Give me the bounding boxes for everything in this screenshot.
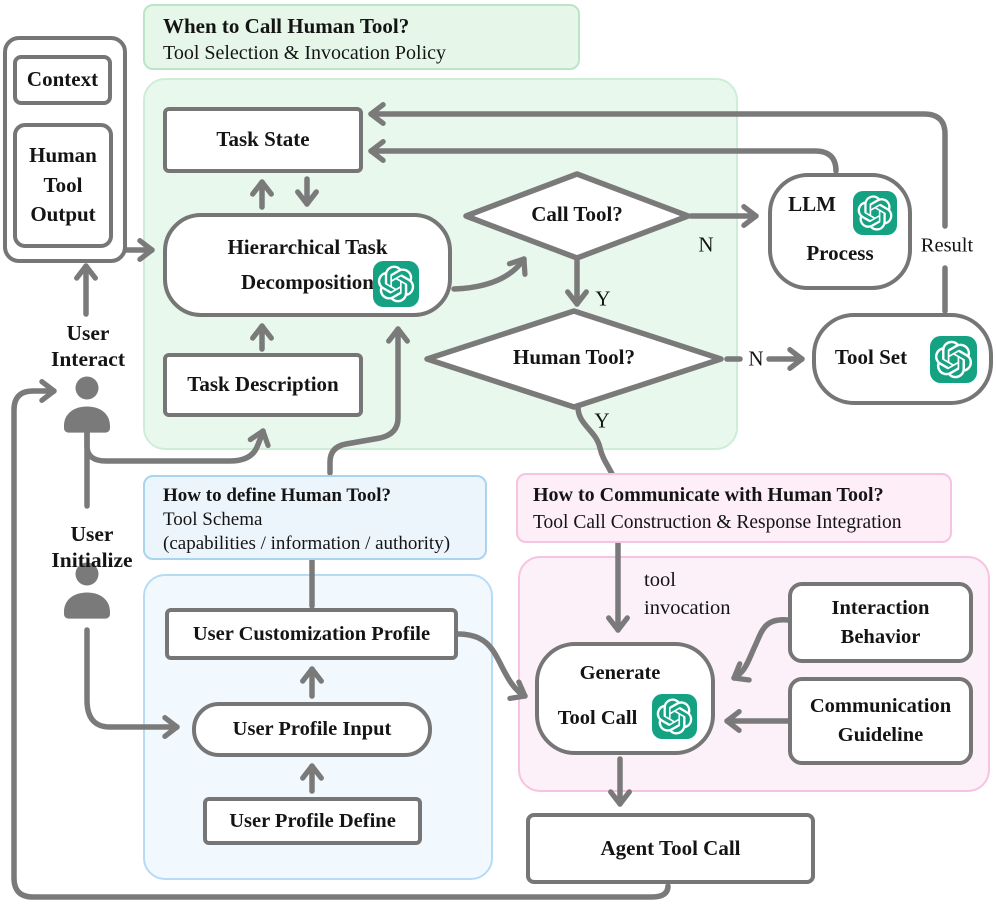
policy-header: When to Call Human Tool? Tool Selection … xyxy=(143,4,580,70)
human-tool-decision xyxy=(424,308,724,410)
edge-ib-to-gtc xyxy=(731,617,791,683)
communication-header: How to Communicate with Human Tool? Tool… xyxy=(516,473,952,543)
edge-ucp-to-gtc xyxy=(455,631,528,702)
result-label: Result xyxy=(920,234,974,257)
user-profile-define-node: User Profile Define xyxy=(203,797,422,845)
tool-set-label: Tool Set xyxy=(834,345,908,369)
human-tool-output-label: Human Tool Output xyxy=(29,143,97,227)
context-label: Context xyxy=(26,67,99,92)
communication-subtitle: Tool Call Construction & Response Integr… xyxy=(533,512,902,533)
edge-user-initialize-to-upi xyxy=(84,627,180,739)
schema-header: How to define Human Tool? Tool Schema (c… xyxy=(143,475,487,560)
llm-label: LLM xyxy=(788,192,836,216)
task-state-label: Task State xyxy=(216,127,310,152)
user-customization-profile-node: User Customization Profile xyxy=(165,608,458,660)
interaction-behavior-label: Interaction Behavior xyxy=(831,596,930,648)
edge-agent-tool-call-to-user xyxy=(11,379,671,900)
edge-user-to-task-description xyxy=(84,428,271,464)
edge-result-to-task-state xyxy=(368,102,948,229)
ucp-label: User Customization Profile xyxy=(192,622,431,645)
call-tool-label: Call Tool? xyxy=(531,202,623,226)
edge-htd-to-call-tool xyxy=(451,256,528,292)
policy-subtitle: Tool Selection & Invocation Policy xyxy=(163,42,446,64)
openai-logo-icon xyxy=(930,336,977,383)
person-icon xyxy=(64,562,110,619)
human-tool-no-label: N xyxy=(748,346,764,371)
upd-label: User Profile Define xyxy=(229,809,396,832)
user-profile-input-node: User Profile Input xyxy=(192,702,432,757)
context-node: Context xyxy=(13,55,112,105)
person-icon xyxy=(64,376,110,433)
agent-tool-call-label: Agent Tool Call xyxy=(600,835,741,860)
openai-logo-icon xyxy=(373,261,419,307)
communication-guideline-node: Communication Guideline xyxy=(788,677,973,765)
edge-llm-to-task-state xyxy=(368,139,839,174)
communication-title: How to Communicate with Human Tool? xyxy=(533,484,884,506)
human-tool-yes-label: Y xyxy=(594,408,610,433)
edge-schema-to-htd xyxy=(327,326,410,476)
llm-process-label: Process xyxy=(806,241,874,265)
htd-label: Hierarchical Task Decomposition xyxy=(227,235,388,294)
user-interact-label: User Interact xyxy=(50,321,126,371)
policy-title: When to Call Human Tool? xyxy=(163,14,410,38)
openai-logo-icon xyxy=(853,191,897,235)
human-tool-output-node: Human Tool Output xyxy=(13,123,113,248)
call-tool-yes-label: Y xyxy=(595,286,611,311)
call-tool-decision xyxy=(463,171,691,261)
communication-guideline-label: Communication Guideline xyxy=(809,695,952,746)
agent-tool-call-node: Agent Tool Call xyxy=(526,813,815,884)
task-description-node: Task Description xyxy=(163,353,363,417)
call-tool-no-label: N xyxy=(698,232,714,257)
tool-invocation-label: tool invocation xyxy=(644,569,731,619)
task-state-node: Task State xyxy=(163,107,363,173)
upi-label: User Profile Input xyxy=(232,718,392,741)
schema-subtitle: Tool Schema (capabilities / information … xyxy=(163,509,451,554)
schema-title: How to define Human Tool? xyxy=(163,485,392,506)
htd-node: Hierarchical Task Decomposition xyxy=(163,213,452,317)
user-initialize-label: User Initialize xyxy=(51,522,133,572)
tool-call-label: Tool Call xyxy=(557,707,638,729)
human-tool-label: Human Tool? xyxy=(513,345,635,369)
interaction-behavior-node: Interaction Behavior xyxy=(788,582,973,663)
task-description-label: Task Description xyxy=(187,372,339,397)
generate-label: Generate xyxy=(579,662,661,684)
